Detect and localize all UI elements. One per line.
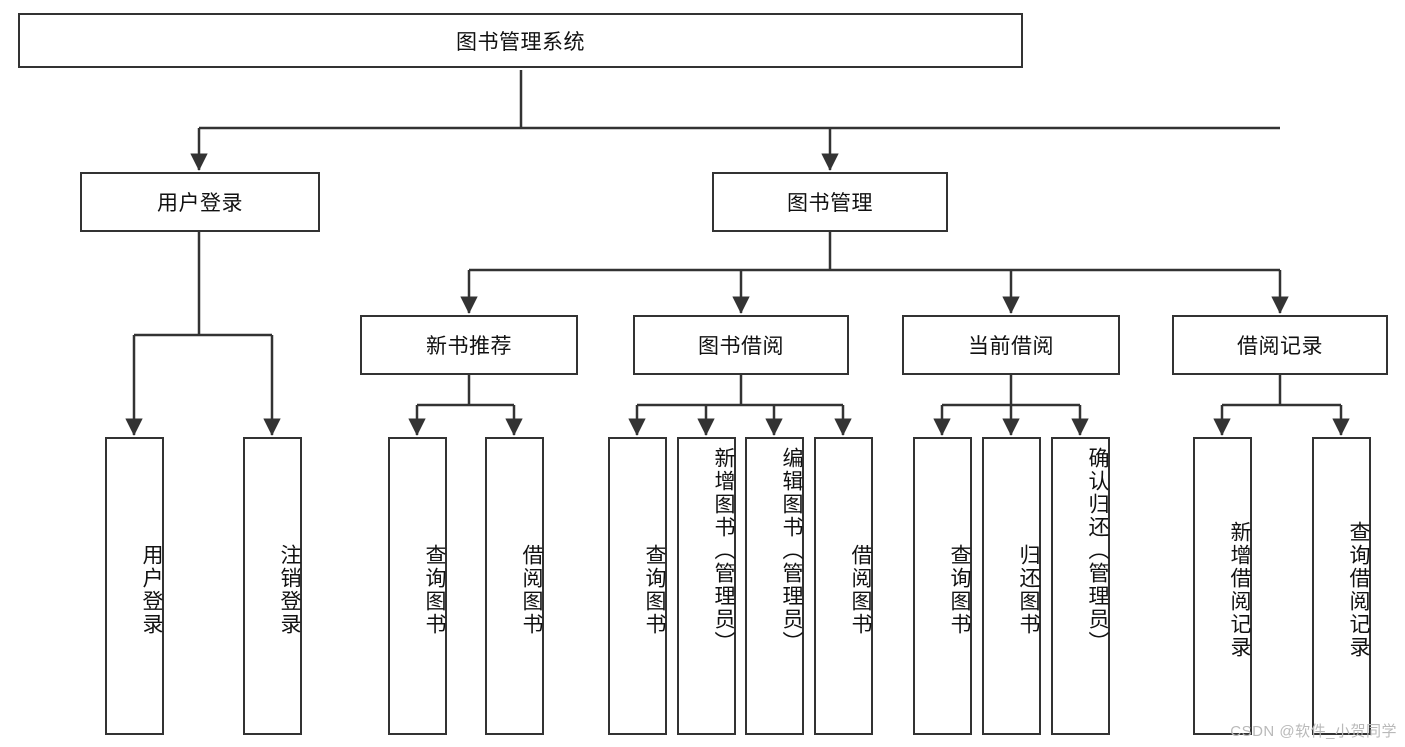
leaf-new-book-query-book[interactable]: 查询图书 [388, 437, 447, 735]
node-label: 新增图书（管理员） [712, 447, 735, 654]
leaf-borrow-record-query-record[interactable]: 查询借阅记录 [1312, 437, 1371, 735]
leaf-book-borrow-edit-book[interactable]: 编辑图书（管理员） [745, 437, 804, 735]
leaf-borrow-record-add-record[interactable]: 新增借阅记录 [1193, 437, 1252, 735]
node-user-login[interactable]: 用户登录 [80, 172, 320, 232]
csdn-watermark: CSDN @软件_小贺同学 [1230, 723, 1397, 740]
node-root-system[interactable]: 图书管理系统 [18, 13, 1023, 68]
node-label: 编辑图书（管理员） [780, 447, 803, 654]
node-book-borrow[interactable]: 图书借阅 [633, 315, 849, 375]
node-label: 新增借阅记录 [1228, 521, 1251, 659]
node-label: 用户登录 [140, 544, 163, 636]
leaf-book-borrow-borrow-book[interactable]: 借阅图书 [814, 437, 873, 735]
node-label: 图书借阅 [698, 335, 784, 358]
node-label: 用户登录 [157, 192, 243, 215]
node-current-borrow[interactable]: 当前借阅 [902, 315, 1120, 375]
node-label: 归还图书 [1017, 544, 1040, 636]
leaf-new-book-borrow-book[interactable]: 借阅图书 [485, 437, 544, 735]
node-label: 当前借阅 [968, 335, 1054, 358]
node-label: 图书管理系统 [456, 30, 585, 54]
node-label: 查询图书 [423, 544, 446, 636]
node-label: 查询图书 [948, 544, 971, 636]
leaf-user-login-login[interactable]: 用户登录 [105, 437, 164, 735]
leaf-book-borrow-query-book[interactable]: 查询图书 [608, 437, 667, 735]
leaf-user-login-logout[interactable]: 注销登录 [243, 437, 302, 735]
node-label: 借阅图书 [849, 544, 872, 636]
node-borrow-record[interactable]: 借阅记录 [1172, 315, 1388, 375]
leaf-book-borrow-add-book[interactable]: 新增图书（管理员） [677, 437, 736, 735]
node-book-management[interactable]: 图书管理 [712, 172, 948, 232]
node-label: 新书推荐 [426, 335, 512, 358]
node-label: 确认归还（管理员） [1086, 447, 1109, 654]
leaf-current-borrow-return-book[interactable]: 归还图书 [982, 437, 1041, 735]
node-new-book-recommend[interactable]: 新书推荐 [360, 315, 578, 375]
leaf-current-borrow-confirm-return[interactable]: 确认归还（管理员） [1051, 437, 1110, 735]
node-label: 借阅记录 [1237, 335, 1323, 358]
node-label: 注销登录 [278, 544, 301, 636]
node-label: 图书管理 [787, 192, 873, 215]
node-label: 查询图书 [643, 544, 666, 636]
leaf-current-borrow-query-book[interactable]: 查询图书 [913, 437, 972, 735]
node-label: 借阅图书 [520, 544, 543, 636]
node-label: 查询借阅记录 [1347, 521, 1370, 659]
